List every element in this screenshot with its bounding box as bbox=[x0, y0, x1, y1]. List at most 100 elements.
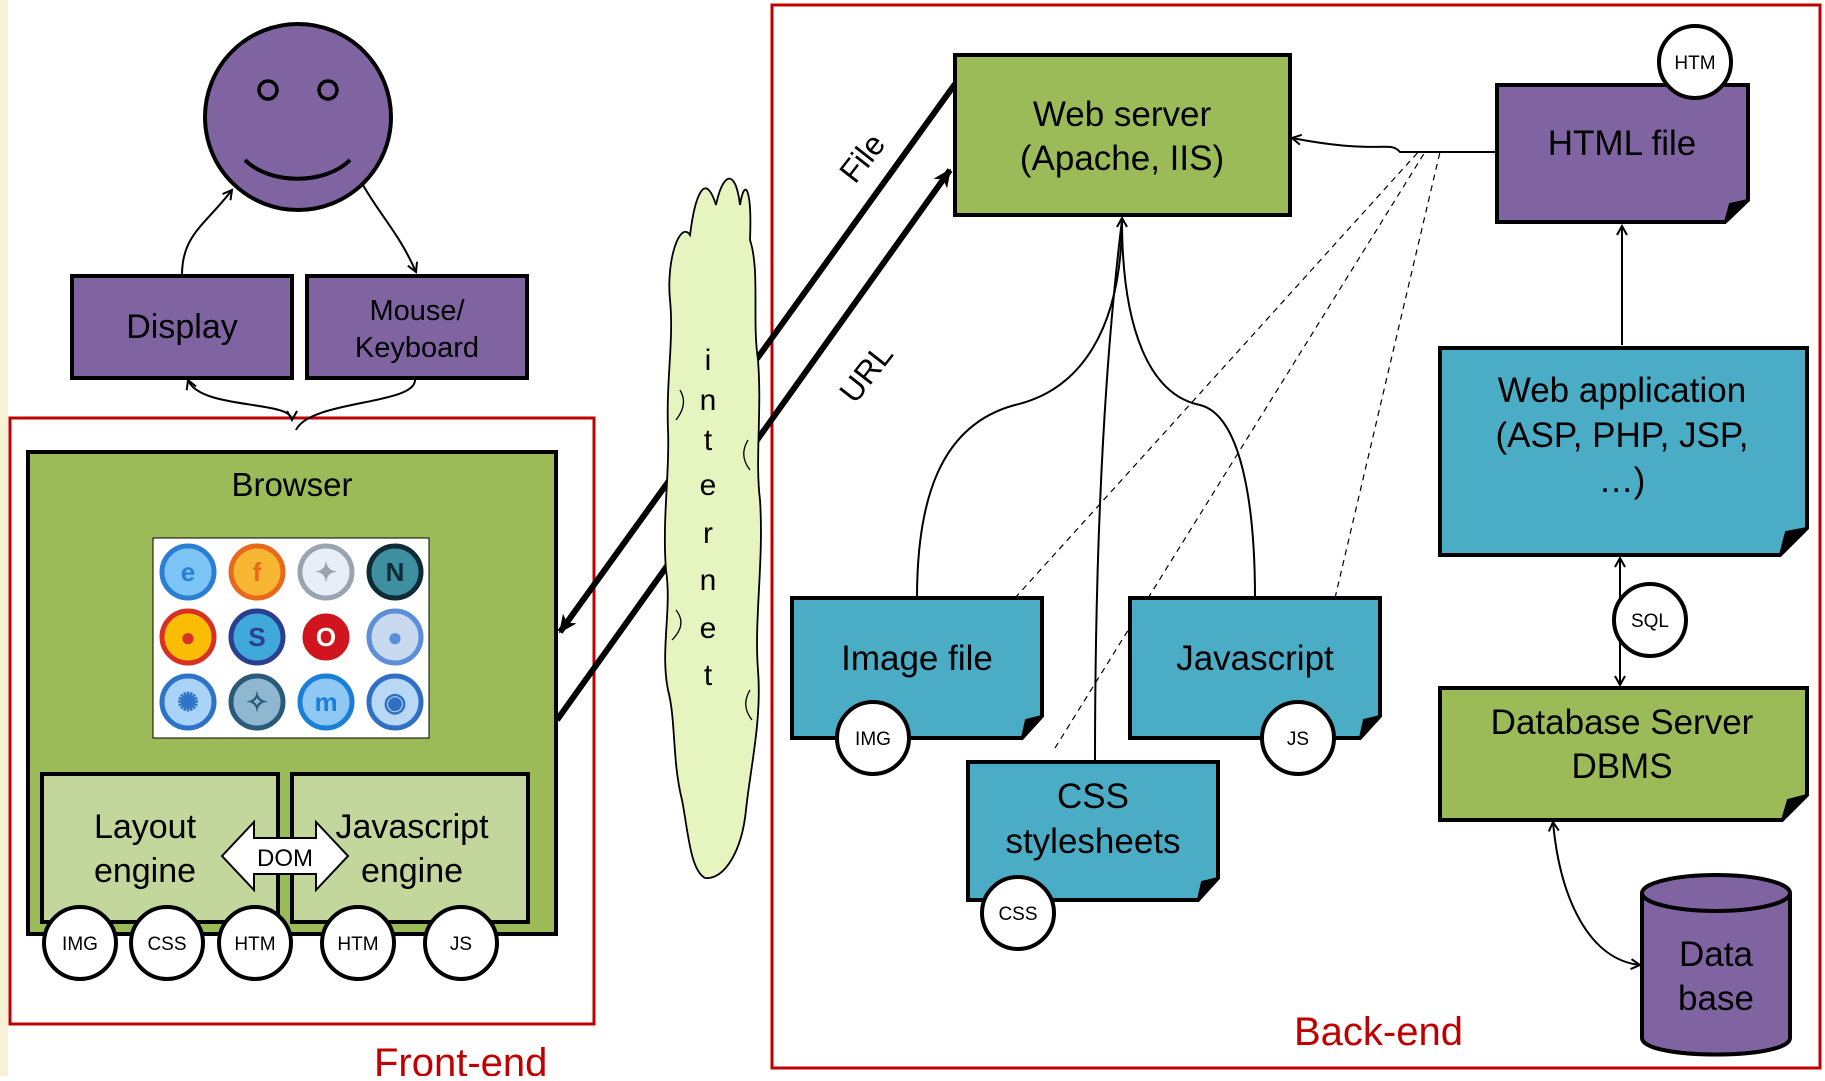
edge-strip bbox=[0, 0, 8, 1076]
svg-text:●: ● bbox=[387, 622, 403, 652]
front-end-region bbox=[8, 416, 596, 1026]
image-to-webserver-line bbox=[916, 218, 1122, 599]
badge-htm: HTM bbox=[337, 934, 378, 955]
layout-engine-line2: engine bbox=[94, 852, 196, 890]
js-to-webserver-line bbox=[1121, 219, 1256, 599]
browser-title: Browser bbox=[231, 466, 352, 503]
internet-letter: n bbox=[700, 564, 717, 597]
svg-text:e: e bbox=[181, 557, 195, 587]
svg-text:✧: ✧ bbox=[246, 687, 268, 717]
web-server-line1: Web server bbox=[1033, 95, 1212, 134]
dom-double-arrow bbox=[220, 819, 350, 893]
internet-letter: e bbox=[700, 612, 717, 645]
database-line1: Data bbox=[1679, 935, 1753, 974]
badge-js: JS bbox=[450, 934, 472, 955]
input-device-line1: Mouse/ bbox=[369, 295, 465, 327]
svg-text:✺: ✺ bbox=[177, 687, 199, 717]
badge-htm: HTM bbox=[1674, 53, 1715, 74]
database-server-line2: DBMS bbox=[1571, 747, 1672, 786]
badge-css: CSS bbox=[147, 934, 186, 955]
database-cylinder-icon: Data base bbox=[1640, 873, 1792, 1057]
firefox-icon: f bbox=[228, 543, 286, 601]
svg-text:O: O bbox=[316, 622, 336, 652]
svg-text:S: S bbox=[248, 622, 265, 652]
kmeleon-icon: ◉ bbox=[366, 673, 424, 731]
javascript-engine-line2: engine bbox=[361, 852, 463, 890]
badge-img: IMG bbox=[855, 729, 891, 750]
seamonkey-icon: S bbox=[228, 608, 286, 666]
dashed-2 bbox=[1054, 151, 1426, 749]
web-application-doc: Web application (ASP, PHP, JSP, …) bbox=[1438, 346, 1809, 557]
internet-cloud: i n t e r n e t bbox=[663, 177, 762, 879]
badge-css: CSS bbox=[998, 904, 1037, 925]
browser-box: Browser e f ✦ N ● S O ● ✺ ✧ m ◉ Layout engine Javas… bbox=[26, 450, 558, 936]
input-device-box: Mouse/ Keyboard bbox=[305, 274, 529, 380]
svg-text:✦: ✦ bbox=[315, 557, 337, 587]
back-end-region bbox=[770, 3, 1822, 1070]
safari-icon: ✦ bbox=[297, 543, 355, 601]
chrome-icon: ● bbox=[159, 608, 217, 666]
internet-explorer-icon: e bbox=[159, 543, 217, 601]
dbms-to-database-arrow bbox=[1553, 822, 1640, 965]
badge-htm: HTM bbox=[234, 934, 275, 955]
browser-logo-grid: e f ✦ N ● S O ● ✺ ✧ m ◉ bbox=[159, 543, 424, 731]
web-server-box: Web server (Apache, IIS) bbox=[953, 53, 1292, 217]
sql-label: SQL bbox=[1631, 611, 1669, 632]
css-to-webserver-line bbox=[1094, 219, 1123, 763]
internet-letter: r bbox=[703, 517, 713, 550]
svg-text:m: m bbox=[314, 687, 337, 717]
badge-img: IMG bbox=[62, 934, 98, 955]
smiley-face-icon bbox=[203, 22, 393, 212]
html-to-webserver-arrow bbox=[1292, 138, 1497, 153]
html-file-label: HTML file bbox=[1548, 124, 1696, 163]
web-server-line2: (Apache, IIS) bbox=[1020, 139, 1224, 178]
css-file-line1: CSS bbox=[1057, 777, 1129, 816]
javascript-file-label: Javascript bbox=[1176, 639, 1334, 678]
flock-icon: ● bbox=[366, 608, 424, 666]
konqueror-icon: ✺ bbox=[159, 673, 217, 731]
svg-text:f: f bbox=[253, 557, 262, 587]
layout-engine-line1: Layout bbox=[94, 808, 197, 846]
image-file-doc: Image file IMG bbox=[790, 596, 1044, 776]
web-application-line1: Web application bbox=[1498, 371, 1746, 410]
opera-icon: O bbox=[297, 608, 355, 666]
database-line2: base bbox=[1678, 979, 1754, 1018]
input-device-line2: Keyboard bbox=[355, 332, 479, 364]
keyboard-to-browser-line bbox=[295, 379, 416, 431]
web-application-line2: (ASP, PHP, JSP, bbox=[1496, 416, 1749, 455]
svg-text:●: ● bbox=[180, 622, 196, 652]
face-to-keyboard-arrow bbox=[362, 184, 416, 272]
url-label: URL bbox=[832, 337, 900, 410]
javascript-engine-line1: Javascript bbox=[335, 808, 489, 846]
browser-to-display-arrow bbox=[188, 380, 292, 420]
front-end-label: Front-end bbox=[374, 1041, 547, 1076]
dom-label: DOM bbox=[257, 845, 313, 872]
internet-letter: t bbox=[704, 424, 713, 457]
arora-icon: ✧ bbox=[228, 673, 286, 731]
maxthon-icon: m bbox=[297, 673, 355, 731]
internet-letter: n bbox=[700, 384, 717, 417]
display-label: Display bbox=[126, 308, 237, 346]
database-server-doc: Database Server DBMS bbox=[1438, 686, 1809, 822]
dashed-3 bbox=[1334, 151, 1441, 599]
face-to-display-arrow bbox=[181, 190, 232, 276]
css-file-line2: stylesheets bbox=[1005, 822, 1180, 861]
dashed-1 bbox=[1014, 149, 1421, 599]
css-file-doc: CSS stylesheets CSS bbox=[966, 760, 1220, 951]
internet-letter: t bbox=[704, 659, 713, 692]
back-end-label: Back-end bbox=[1294, 1010, 1463, 1054]
svg-text:◉: ◉ bbox=[384, 687, 407, 717]
netscape-icon: N bbox=[366, 543, 424, 601]
internet-letter: i bbox=[705, 344, 712, 377]
javascript-file-doc: Javascript JS bbox=[1128, 596, 1382, 776]
svg-text:N: N bbox=[386, 557, 405, 587]
database-server-line1: Database Server bbox=[1491, 703, 1754, 742]
sql-badge: SQL bbox=[1612, 582, 1688, 658]
web-application-line3: …) bbox=[1599, 461, 1646, 500]
badge-js: JS bbox=[1287, 729, 1309, 750]
display-box: Display bbox=[70, 274, 294, 380]
internet-letter: e bbox=[700, 469, 717, 502]
image-file-label: Image file bbox=[841, 639, 993, 678]
connectors bbox=[181, 138, 1640, 965]
